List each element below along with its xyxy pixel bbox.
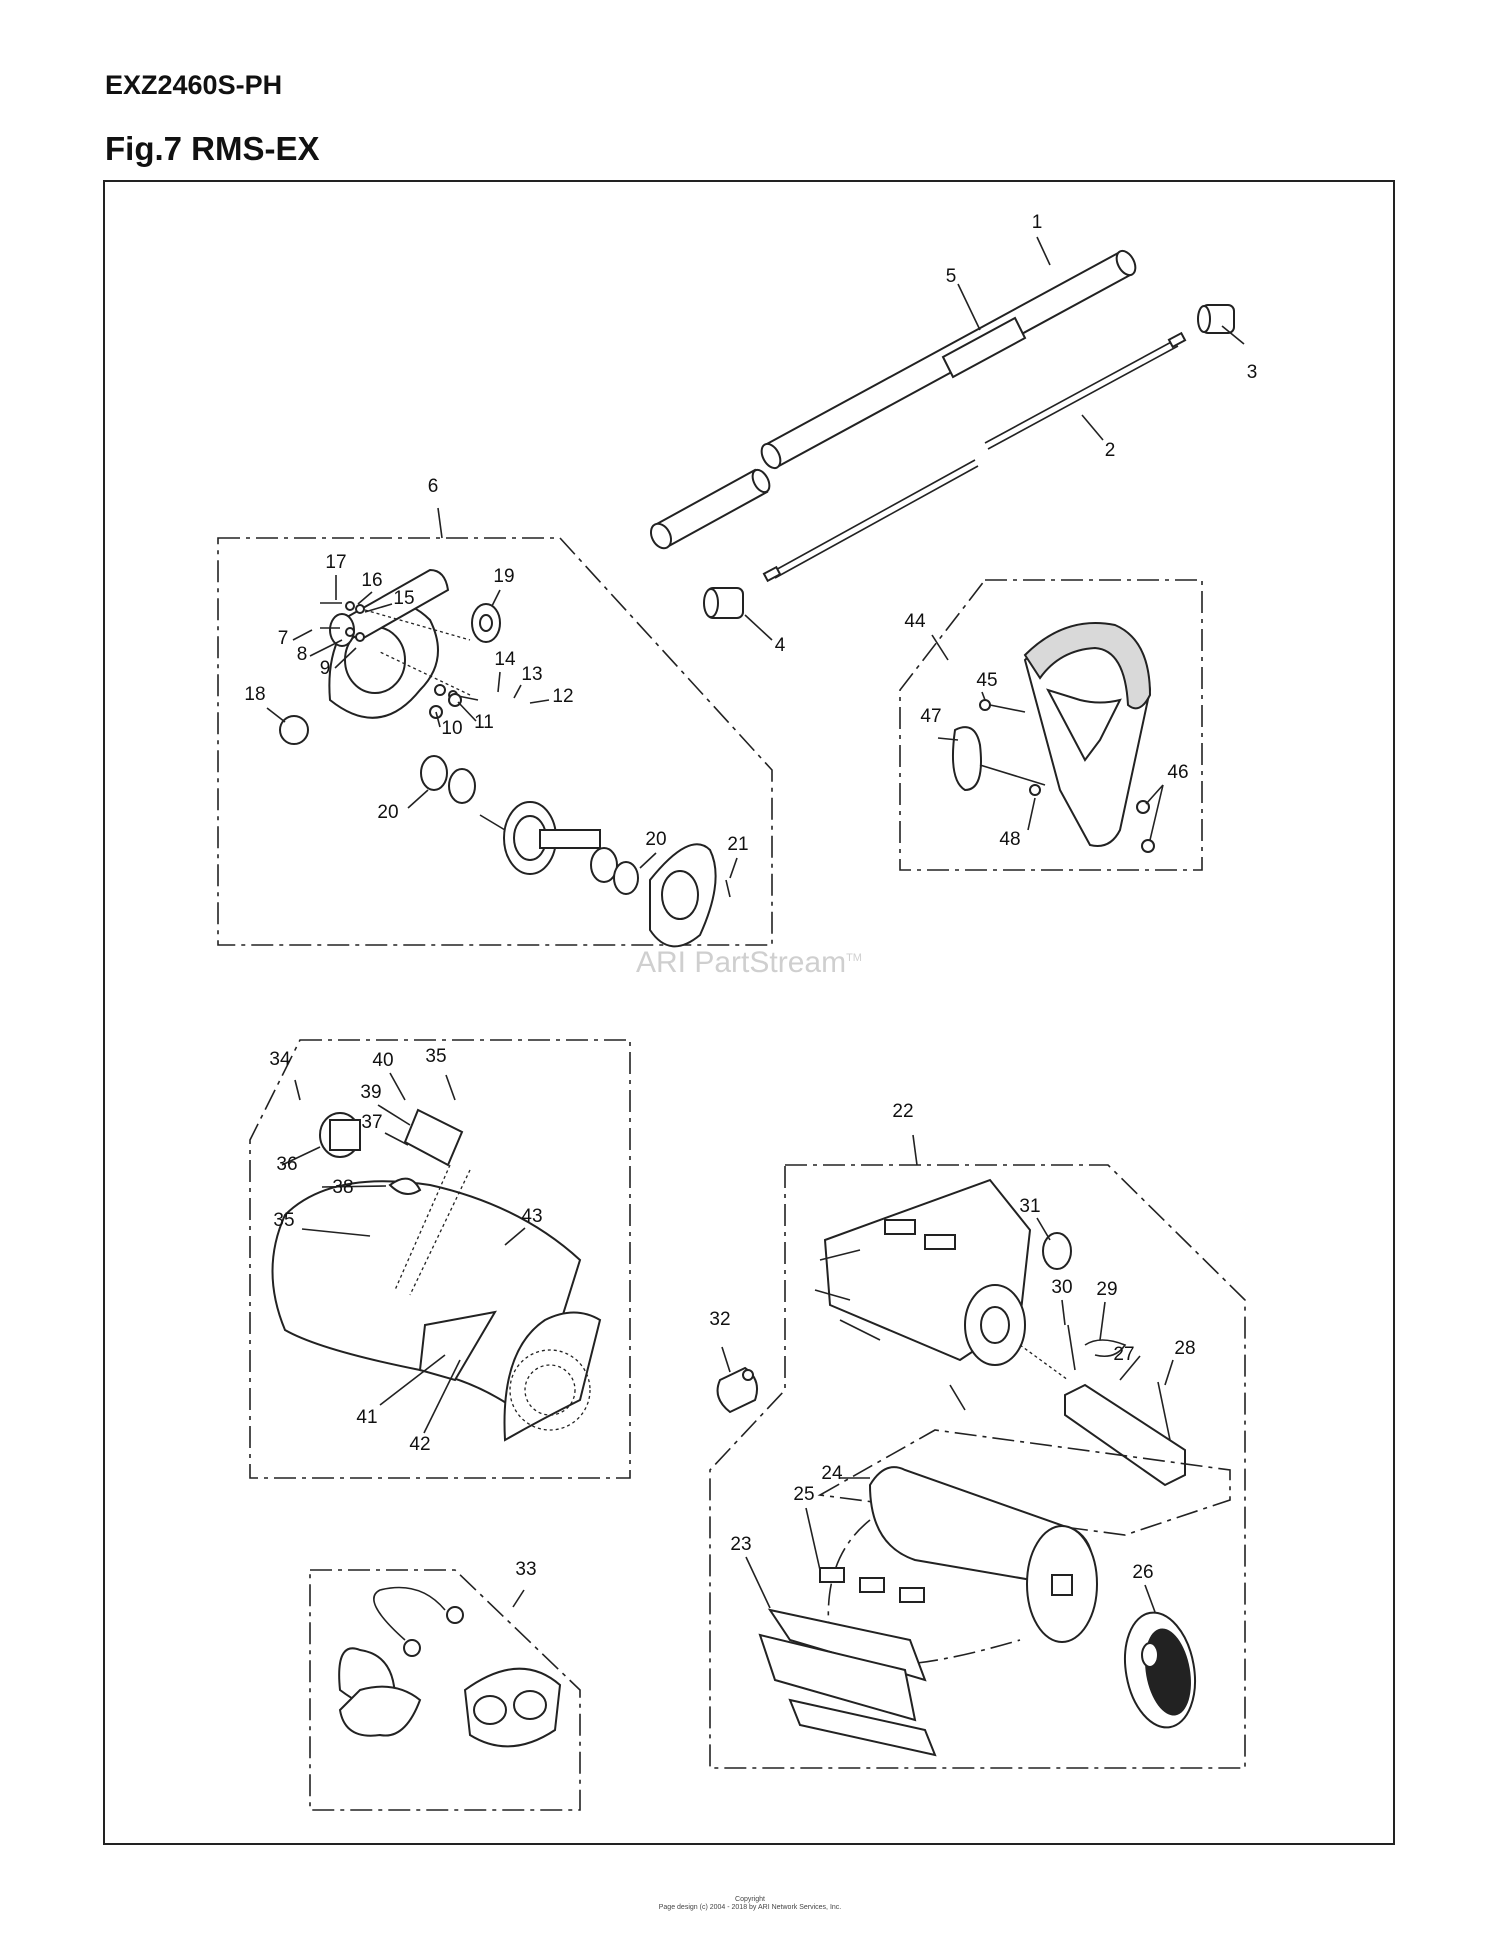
- callout-19: 19: [493, 566, 514, 587]
- callout-29: 29: [1096, 1279, 1117, 1300]
- drive-shaft: [762, 331, 1187, 583]
- plug: [279, 715, 309, 745]
- knob-bolt: [952, 699, 1155, 853]
- callout-1: 1: [1032, 212, 1043, 233]
- callout-5: 5: [946, 266, 957, 287]
- callout-24: 24: [821, 1463, 843, 1484]
- diagram-frame: [103, 180, 1395, 1845]
- callout-21: 21: [727, 834, 748, 855]
- watermark-text: ARI PartStream: [636, 946, 847, 979]
- callout-7: 7: [278, 628, 289, 649]
- bushing-lower: [703, 587, 744, 619]
- handle-group-outline: [899, 579, 1203, 871]
- footer-copyright: Copyright: [735, 1896, 765, 1903]
- callout-36: 36: [276, 1154, 297, 1175]
- callout-43: 43: [521, 1206, 542, 1227]
- gear-shaft: [479, 801, 601, 875]
- callout-42: 42: [409, 1434, 430, 1455]
- callout-40: 40: [372, 1050, 393, 1071]
- callout-labels: 1 2 3 4 5 6 7 8 9 10 11 12 13 14 15 16 1…: [244, 212, 1257, 1583]
- callout-44: 44: [904, 611, 926, 632]
- callout-46: 46: [1167, 762, 1188, 783]
- callout-28: 28: [1174, 1338, 1195, 1359]
- callout-13: 13: [521, 664, 542, 685]
- callout-33: 33: [515, 1559, 536, 1580]
- callout-3: 3: [1247, 362, 1258, 383]
- gearcase-group-outline: [217, 537, 773, 946]
- square-shaft: [1064, 1381, 1186, 1487]
- model-number: EXZ2460S-PH: [105, 70, 283, 100]
- callout-34: 34: [269, 1049, 291, 1070]
- bearings: [420, 755, 639, 895]
- callout-4: 4: [775, 635, 786, 656]
- rotor-group-outline: [709, 1164, 1246, 1769]
- callout-37: 37: [361, 1112, 382, 1133]
- accessory-group-outline: [309, 1569, 581, 1811]
- shield-group-outline: [249, 1039, 631, 1479]
- figure-title: Fig.7 RMS-EX: [105, 130, 320, 167]
- screws-washers: [320, 601, 731, 898]
- callout-30: 30: [1051, 1277, 1072, 1298]
- callout-48: 48: [999, 829, 1020, 850]
- goggles: [463, 1667, 562, 1748]
- loop-handle: [1023, 622, 1152, 847]
- callout-31: 31: [1019, 1196, 1040, 1217]
- callout-32: 32: [709, 1309, 730, 1330]
- callout-45: 45: [976, 670, 997, 691]
- callout-10: 10: [441, 718, 462, 739]
- shield-bracket: [319, 1108, 471, 1296]
- callout-6: 6: [428, 476, 439, 497]
- paddle-rotor: [814, 1178, 1069, 1411]
- pin-and-clip: [1042, 1232, 1127, 1371]
- callout-16: 16: [361, 570, 382, 591]
- callout-20b: 20: [645, 829, 666, 850]
- shield-leaders: [281, 1072, 526, 1434]
- callout-38: 38: [332, 1177, 353, 1198]
- bearing-top: [471, 603, 501, 643]
- callout-22: 22: [892, 1101, 913, 1122]
- outer-pipe: [649, 249, 1137, 550]
- callout-17: 17: [325, 552, 346, 573]
- callout-14: 14: [494, 649, 516, 670]
- callout-20a: 20: [377, 802, 398, 823]
- drum: [817, 1429, 1231, 1666]
- gear-case: [328, 568, 450, 719]
- shield: [271, 1180, 602, 1442]
- bushing-upper: [1197, 304, 1235, 334]
- callout-15: 15: [393, 588, 414, 609]
- callout-39: 39: [360, 1082, 381, 1103]
- callout-26: 26: [1132, 1562, 1153, 1583]
- earplugs: [373, 1586, 464, 1657]
- callout-8: 8: [297, 644, 308, 665]
- spacer: [716, 1366, 758, 1414]
- callout-35b: 35: [273, 1210, 294, 1231]
- callout-11: 11: [474, 712, 494, 733]
- callout-12: 12: [552, 686, 573, 707]
- callout-25: 25: [793, 1484, 814, 1505]
- callout-2: 2: [1105, 440, 1116, 461]
- blades: [758, 1567, 937, 1757]
- dust-mask: [338, 1647, 422, 1737]
- watermark: ARI PartStreamTM: [636, 946, 862, 980]
- callout-18: 18: [244, 684, 265, 705]
- callout-41: 41: [356, 1407, 377, 1428]
- callout-47: 47: [920, 706, 941, 727]
- handle-leaders: [937, 691, 1164, 841]
- cap-disc: [1124, 1611, 1196, 1729]
- callout-23: 23: [730, 1534, 751, 1555]
- callout-9: 9: [320, 658, 331, 679]
- footer-page-design: Page design (c) 2004 - 2018 by ARI Netwo…: [658, 1904, 842, 1911]
- gear-cover: [649, 843, 717, 948]
- gearcase-leaders: [266, 575, 738, 879]
- watermark-trademark: TM: [846, 952, 862, 964]
- callout-35a: 35: [425, 1046, 446, 1067]
- callout-27: 27: [1113, 1344, 1134, 1365]
- rotor-leaders: [721, 1217, 1174, 1613]
